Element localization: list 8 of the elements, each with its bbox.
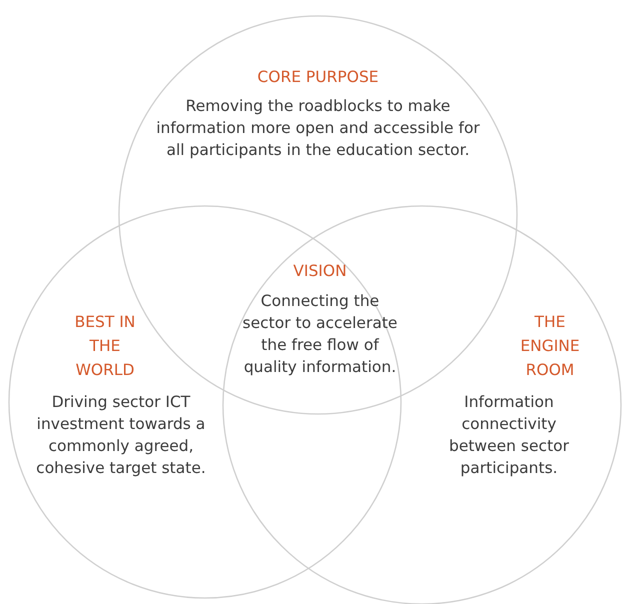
- circle-text: Driving sector ICT investment towards a commonly agreed, cohesive target state.: [35, 392, 207, 479]
- circle-heading: BEST IN THE WORLD: [74, 312, 136, 381]
- vision-heading: VISION: [292, 261, 348, 282]
- circle-heading: CORE PURPOSE: [256, 67, 380, 88]
- vision-text: Connecting the sector to accelerate the free flow of quality information.: [242, 291, 398, 378]
- circle-text: Information connectivity between sector participants.: [448, 392, 570, 479]
- circle-text: Removing the roadblocks to make information more open and accessible for all participants in the education sector.: [156, 96, 480, 161]
- circle-heading: THE ENGINE ROOM: [519, 312, 581, 381]
